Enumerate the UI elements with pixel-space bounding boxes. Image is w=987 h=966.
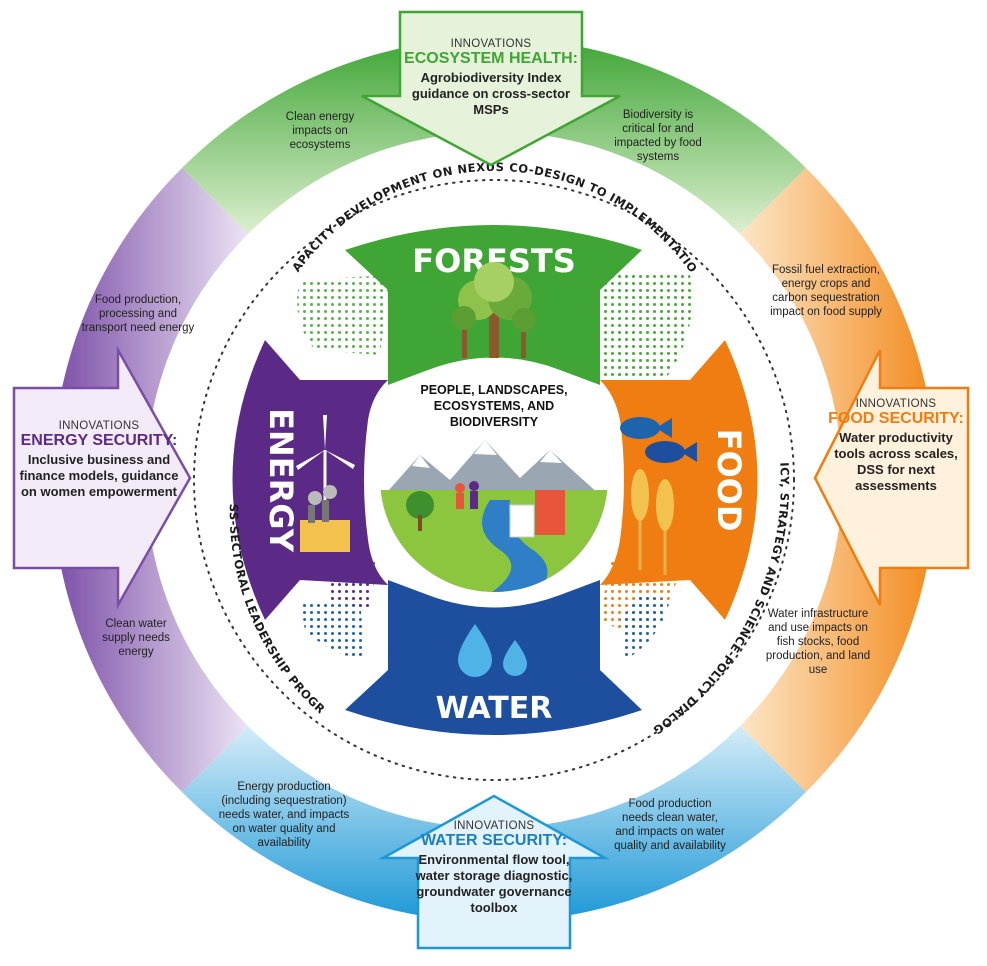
innovation-water: INNOVATIONS WATER SECURITY: Environmenta… <box>412 820 576 916</box>
innovation-food: INNOVATIONS FOOD SECURITY: Water product… <box>822 398 970 494</box>
innovation-ecosystem-heading: ECOSYSTEM HEALTH: <box>404 50 578 67</box>
center-title: PEOPLE, LANDSCAPES, ECOSYSTEMS, AND BIOD… <box>420 383 568 429</box>
innovation-ecosystem-body: Agrobiodiversity Index guidance on cross… <box>411 70 571 117</box>
sector-forests: FORESTS <box>345 225 642 385</box>
innovation-arrow-energy <box>12 345 192 610</box>
sector-label-food: FOOD <box>710 429 748 532</box>
dotted-ring <box>193 179 795 781</box>
note-energy-production-water: Energy production (including sequestrati… <box>218 781 350 849</box>
innovation-energy-body: Inclusive business and finance models, g… <box>19 452 179 499</box>
tree-icon <box>452 262 536 358</box>
outer-ring-top <box>182 38 806 234</box>
outer-ring-right <box>740 168 936 792</box>
power-plant-icon <box>300 485 350 552</box>
sector-food: FOOD <box>600 340 758 620</box>
innovation-arrow-ecosystem <box>361 10 621 167</box>
dot-field-blue-left <box>300 600 365 660</box>
innovation-water-body: Environmental flow tool, water storage d… <box>415 852 573 915</box>
innovation-food-heading: FOOD SECURITY: <box>828 410 964 427</box>
outer-ring-bottom <box>182 726 806 922</box>
sector-label-energy: ENERGY <box>262 408 300 553</box>
water-drops-icon <box>458 624 527 677</box>
outer-ring-left <box>52 168 248 792</box>
innovation-arrow-water <box>378 794 610 950</box>
note-water-infrastructure: Water infrastructure and use impacts on … <box>765 608 871 676</box>
innovation-water-kicker: INNOVATIONS <box>453 820 535 832</box>
dot-field-green-right <box>595 275 693 385</box>
innovation-food-body: Water productivity tools across scales, … <box>834 430 958 493</box>
note-fossil-fuel: Fossil fuel extraction, energy crops and… <box>770 264 882 318</box>
innovation-arrow-food <box>813 349 970 606</box>
sector-water: WATER <box>345 580 642 735</box>
wheat-icon <box>631 469 674 575</box>
dot-field-green-left <box>297 275 390 355</box>
innovation-energy: INNOVATIONS ENERGY SECURITY: Inclusive b… <box>16 420 182 500</box>
note-food-production-water: Food production needs clean water, and i… <box>614 798 726 852</box>
center-circle <box>376 360 612 596</box>
building-illustration <box>535 490 565 535</box>
innovation-energy-kicker: INNOVATIONS <box>58 420 140 432</box>
note-food-needs-energy: Food production, processing and transpor… <box>81 294 195 334</box>
sector-energy: ENERGY <box>232 340 388 620</box>
innovation-energy-heading: ENERGY SECURITY: <box>20 432 178 449</box>
river-illustration <box>480 500 548 592</box>
note-biodiversity-food: Biodiversity is critical for and impacte… <box>614 109 702 163</box>
dot-field-blue-right <box>620 595 670 660</box>
innovation-water-heading: WATER SECURITY: <box>420 832 568 849</box>
note-clean-energy-ecosystems: Clean energy impacts on ecosystems <box>285 111 355 151</box>
innovation-food-kicker: INNOVATIONS <box>855 398 937 410</box>
sector-label-water: WATER <box>436 691 553 726</box>
note-clean-water-energy: Clean water supply needs energy <box>102 618 170 658</box>
innovation-ecosystem: INNOVATIONS ECOSYSTEM HEALTH: Agrobiodiv… <box>402 38 580 118</box>
innovation-ecosystem-kicker: INNOVATIONS <box>450 38 532 50</box>
fish-icon <box>620 417 697 463</box>
